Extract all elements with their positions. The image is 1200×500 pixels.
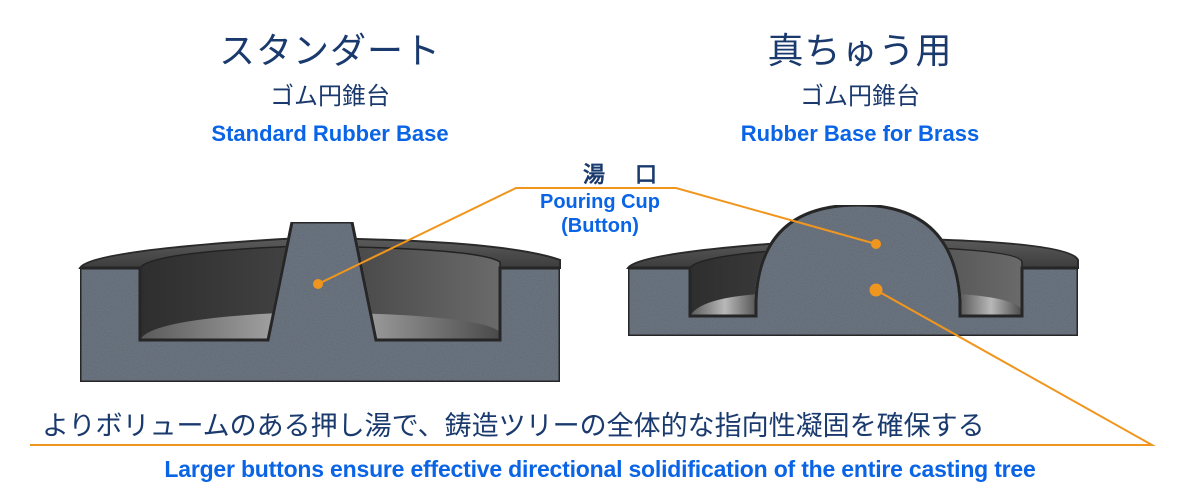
right-subtitle-jp: ゴム円錐台	[800, 82, 920, 110]
pouring-cup-label-en: Pouring Cup (Button)	[500, 190, 700, 238]
pouring-cup-marker-right	[871, 239, 881, 249]
button-volume-marker-right	[869, 283, 883, 297]
right-title: 真ちゅう用	[767, 31, 953, 72]
pouring-cup-label-jp: 湯口	[582, 163, 687, 188]
caption-jp: よりボリュームのある押し湯で、鋳造ツリーの全体的な指向性凝固を確保する	[42, 411, 985, 442]
pouring-cup-label-line2: (Button)	[561, 215, 639, 237]
left-title: スタンダート	[218, 31, 441, 72]
leader-line-caption	[30, 289, 1156, 446]
pouring-cup-label-line1: Pouring Cup	[540, 191, 660, 213]
brass-rubber-base-cross-section	[626, 203, 1080, 338]
left-subtitle-en: Standard Rubber Base	[211, 121, 449, 146]
right-subtitle-en: Rubber Base for Brass	[740, 121, 980, 146]
standard-rubber-base-cross-section	[78, 220, 562, 384]
left-subtitle-jp: ゴム円錐台	[270, 82, 390, 110]
leader-line-left	[317, 187, 877, 285]
caption-en: Larger buttons ensure effective directio…	[164, 456, 1036, 482]
leader-lines	[30, 187, 1156, 446]
pouring-cup-marker-left	[313, 279, 323, 289]
